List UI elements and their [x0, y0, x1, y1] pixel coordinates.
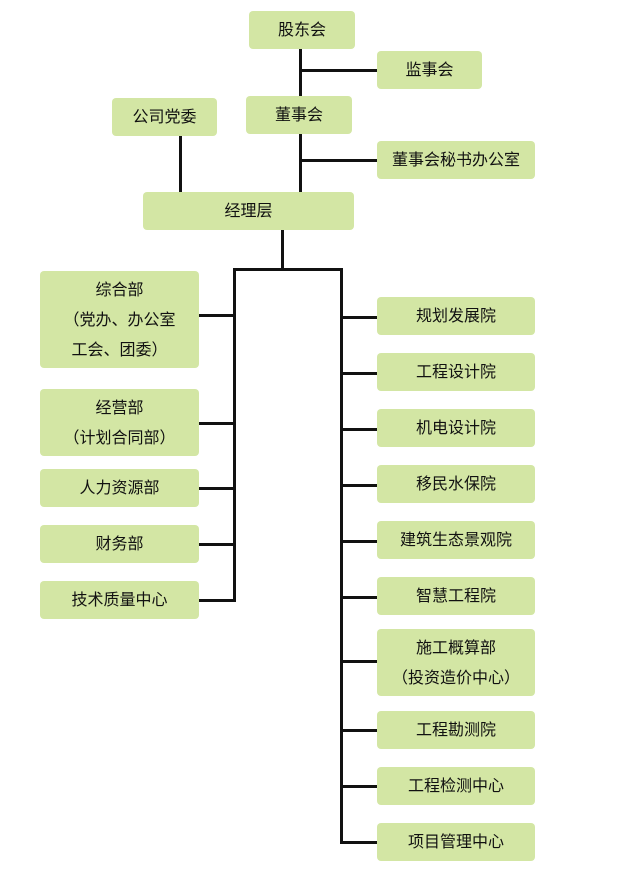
- node-right-department: 项目管理中心: [377, 823, 535, 861]
- node-right-department: 规划发展院: [377, 297, 535, 335]
- connector-left-branch: [199, 543, 236, 546]
- connector-left-trunk: [233, 268, 236, 601]
- node-label: 建筑生态景观院: [399, 530, 512, 549]
- node-left-department: 人力资源部: [40, 469, 199, 507]
- node-label: 智慧工程院: [415, 586, 496, 605]
- node-label: 董事会秘书办公室: [391, 150, 520, 169]
- node-label: 机电设计院: [415, 418, 496, 437]
- node-left-department: 财务部: [40, 525, 199, 563]
- node-label: 移民水保院: [415, 474, 496, 493]
- connector-right-branch: [340, 660, 377, 663]
- node-label: 股东会: [277, 20, 326, 39]
- connector-board-management: [299, 134, 302, 192]
- connector-right-branch: [340, 372, 377, 375]
- node-label: 监事会: [405, 60, 454, 79]
- connector-left-branch: [199, 422, 236, 425]
- node-label: 综合部: [95, 279, 144, 299]
- node-left-department: 经营部 （计划合同部）: [40, 389, 199, 456]
- node-label: 董事会: [274, 105, 323, 124]
- node-right-department: 建筑生态景观院: [377, 521, 535, 559]
- node-label: 规划发展院: [415, 306, 496, 325]
- connector-right-branch: [340, 596, 377, 599]
- node-label: 公司党委: [132, 107, 197, 126]
- node-label: （党办、办公室: [63, 309, 176, 329]
- connector-right-branch: [340, 729, 377, 732]
- connector-right-branch: [340, 841, 377, 844]
- node-right-department: 工程检测中心: [377, 767, 535, 805]
- connector-right-branch: [340, 540, 377, 543]
- node-board-secretary-office: 董事会秘书办公室: [377, 141, 535, 179]
- node-right-department: 工程设计院: [377, 353, 535, 391]
- node-label: 经理层: [224, 201, 273, 220]
- node-party-committee: 公司党委: [112, 98, 217, 136]
- connector-management-bus: [281, 230, 284, 270]
- node-left-department: 技术质量中心: [40, 581, 199, 619]
- connector-left-branch: [199, 314, 236, 317]
- connector-board-secretary: [299, 159, 377, 162]
- node-label: 工程勘测院: [415, 720, 496, 739]
- node-supervisors: 监事会: [377, 51, 482, 89]
- node-label: 人力资源部: [79, 478, 160, 497]
- node-management: 经理层: [143, 192, 354, 230]
- connector-left-branch: [199, 599, 236, 602]
- node-right-department: 智慧工程院: [377, 577, 535, 615]
- node-label: （计划合同部）: [63, 427, 176, 447]
- node-label: 施工概算部: [415, 637, 496, 657]
- node-label: 财务部: [95, 534, 144, 553]
- node-label: （投资造价中心）: [391, 667, 520, 687]
- node-label: 技术质量中心: [71, 590, 168, 609]
- connector-right-branch: [340, 785, 377, 788]
- node-right-department: 移民水保院: [377, 465, 535, 503]
- connector-party-management: [179, 136, 182, 192]
- connector-right-trunk: [340, 268, 343, 843]
- connector-right-branch: [340, 484, 377, 487]
- connector-right-branch: [340, 428, 377, 431]
- connector-right-branch: [340, 316, 377, 319]
- connector-main-bus: [233, 268, 343, 271]
- node-label: 经营部: [95, 397, 144, 417]
- node-label: 工会、团委）: [71, 339, 168, 359]
- node-board: 董事会: [246, 96, 352, 134]
- node-right-department: 施工概算部 （投资造价中心）: [377, 629, 535, 696]
- node-right-department: 机电设计院: [377, 409, 535, 447]
- connector-supervisors: [299, 69, 377, 72]
- connector-left-branch: [199, 487, 236, 490]
- node-right-department: 工程勘测院: [377, 711, 535, 749]
- node-shareholders: 股东会: [249, 11, 355, 49]
- connector-shareholders-board: [299, 48, 302, 96]
- node-label: 工程检测中心: [407, 776, 504, 795]
- node-left-department: 综合部 （党办、办公室 工会、团委）: [40, 271, 199, 368]
- node-label: 项目管理中心: [407, 832, 504, 851]
- node-label: 工程设计院: [415, 362, 496, 381]
